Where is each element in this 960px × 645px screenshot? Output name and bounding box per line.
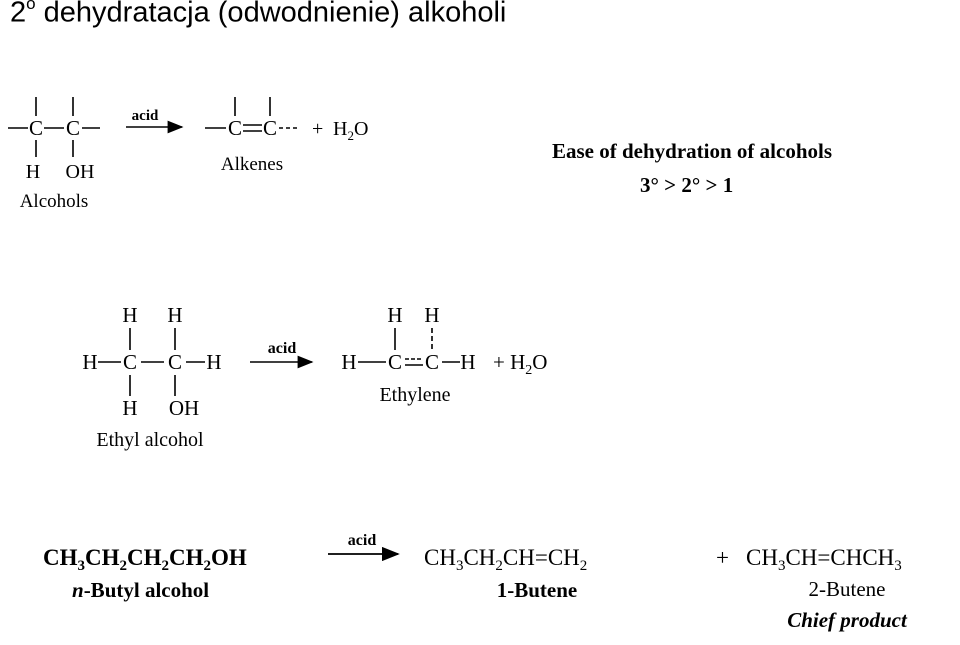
chief-product-note: Chief product [787, 608, 908, 632]
general-h: H [26, 161, 40, 183]
ethyl-h-top1: H [122, 303, 137, 327]
general-reaction [8, 97, 298, 157]
ethyl-oh: OH [169, 396, 199, 420]
general-plus: + [312, 118, 323, 140]
butene1-formula: CH3CH2CH=CH2 [424, 545, 587, 574]
butyl-alcohol-label: n-Butyl alcohol [72, 578, 209, 602]
butene2-label: 2-Butene [809, 577, 886, 601]
title-text: dehydratacja (odwodnienie) alkoholi [35, 0, 507, 29]
alkenes-label: Alkenes [221, 154, 283, 175]
title-degree: o [26, 0, 36, 13]
ethylene-h-top2: H [424, 303, 439, 327]
butene1-label: 1-Butene [497, 578, 578, 602]
alcohols-label: Alcohols [20, 191, 89, 212]
ethyl-c2: C [168, 350, 182, 374]
title-number: 2 [10, 0, 27, 29]
ethylene-h-top1: H [387, 303, 402, 327]
ethyl-reaction [98, 328, 460, 396]
ethyl-h-right: H [206, 350, 221, 374]
general-oh: OH [66, 161, 95, 183]
butyl-plus: + [716, 545, 729, 570]
ethylene-c1: C [388, 350, 402, 374]
butyl-formula: CH3CH2CH2CH2OH [43, 545, 247, 574]
general-water: H2O [333, 118, 368, 143]
butyl-reagent: acid [348, 532, 377, 549]
ethyl-alcohol-label: Ethyl alcohol [96, 429, 204, 451]
ethyl-water: + H2O [493, 350, 547, 378]
ethyl-h-left: H [82, 350, 97, 374]
ethylene-label: Ethylene [379, 384, 450, 406]
butene2-formula: CH3CH=CHCH3 [746, 545, 902, 574]
ethyl-reagent: acid [268, 340, 297, 357]
ethylene-c2: C [425, 350, 439, 374]
ethyl-c1: C [123, 350, 137, 374]
general-c2: C [66, 116, 80, 140]
alkene-c2: C [263, 116, 277, 140]
alkene-c1: C [228, 116, 242, 140]
slide-title: 2o dehydratacja (odwodnienie) alkoholi [10, 0, 506, 30]
ease-order: 3° > 2° > 1 [640, 173, 733, 197]
general-reagent: acid [132, 108, 159, 124]
ethyl-h-top2: H [167, 303, 182, 327]
ethylene-h-right: H [460, 350, 475, 374]
ethylene-h-left: H [341, 350, 356, 374]
ethyl-h-bottom: H [122, 396, 137, 420]
ease-heading: Ease of dehydration of alcohols [552, 139, 832, 163]
general-c1: C [29, 116, 43, 140]
